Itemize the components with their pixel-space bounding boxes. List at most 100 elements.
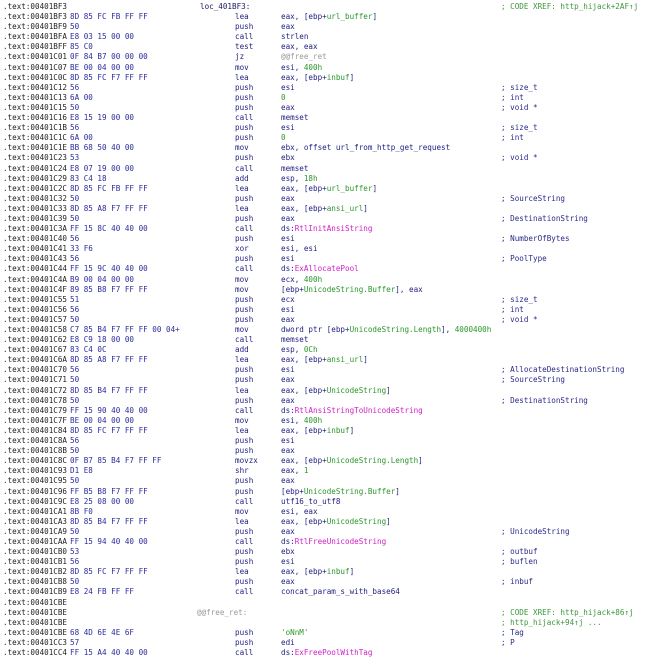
address[interactable]: .text:00401C78 [3, 395, 68, 405]
variable-reference[interactable]: url_buffer [326, 183, 373, 193]
label-reference[interactable]: @@free_ret [281, 52, 327, 62]
variable-reference[interactable]: UnicodeString [326, 385, 387, 395]
variable-reference[interactable]: inbuf [326, 567, 350, 577]
address[interactable]: .text:00401CB1 [3, 557, 68, 567]
address[interactable]: .text:00401BF3 [3, 2, 68, 11]
address[interactable]: .text:00401C44 [3, 264, 68, 274]
address[interactable]: .text:00401CB2 [3, 567, 68, 577]
address[interactable]: .text:00401C41 [3, 244, 68, 254]
listing-line[interactable]: .text:00401CBE [0, 598, 663, 608]
variable-reference[interactable]: ansi_url [326, 203, 364, 213]
listing-line[interactable]: .text:00401CBE@@free_ret:; CODE XREF: ht… [0, 608, 663, 618]
address[interactable]: .text:00401CB9 [3, 587, 68, 597]
address[interactable]: .text:00401C70 [3, 365, 68, 375]
code-label[interactable]: loc_401BF3: [200, 2, 251, 11]
address[interactable]: .text:00401BFF [3, 42, 68, 52]
api-reference[interactable]: RtlAnsiStringToUnicodeString [294, 405, 423, 415]
address[interactable]: .text:00401CA9 [3, 526, 68, 536]
address[interactable]: .text:00401C6A [3, 355, 68, 365]
address[interactable]: .text:00401C07 [3, 62, 68, 72]
address[interactable]: .text:00401C67 [3, 345, 68, 355]
variable-reference[interactable]: inbuf [326, 425, 350, 435]
address[interactable]: .text:00401BF9 [3, 22, 68, 32]
address[interactable]: .text:00401C8B [3, 446, 68, 456]
address[interactable]: .text:00401C33 [3, 203, 68, 213]
address[interactable]: .text:00401C32 [3, 193, 68, 203]
address[interactable]: .text:00401CBE [3, 617, 68, 627]
api-reference[interactable]: RtlFreeUnicodeString [294, 536, 387, 546]
address[interactable]: .text:00401BF3 [3, 12, 68, 22]
address[interactable]: .text:00401C62 [3, 335, 68, 345]
address[interactable]: .text:00401C1B [3, 123, 68, 133]
address[interactable]: .text:00401CBE [3, 607, 68, 617]
address[interactable]: .text:00401CB8 [3, 577, 68, 587]
address[interactable]: .text:00401C9C [3, 496, 68, 506]
address[interactable]: .text:00401C57 [3, 314, 68, 324]
address[interactable]: .text:00401C56 [3, 304, 68, 314]
address[interactable]: .text:00401C24 [3, 163, 68, 173]
address[interactable]: .text:00401C8A [3, 436, 68, 446]
address[interactable]: .text:00401C1C [3, 133, 68, 143]
address[interactable]: .text:00401C16 [3, 113, 68, 123]
address[interactable]: .text:00401C39 [3, 213, 68, 223]
variable-reference[interactable]: UnicodeString.Buffer [303, 486, 396, 496]
address[interactable]: .text:00401C12 [3, 82, 68, 92]
address[interactable]: .text:00401C84 [3, 425, 68, 435]
address[interactable]: .text:00401C8C [3, 456, 68, 466]
address[interactable]: .text:00401C95 [3, 476, 68, 486]
address[interactable]: .text:00401CB0 [3, 547, 68, 557]
address[interactable]: .text:00401CBE [3, 597, 68, 607]
address[interactable]: .text:00401C15 [3, 102, 68, 112]
api-reference[interactable]: RtlInitAnsiString [294, 224, 373, 234]
address[interactable]: .text:00401C72 [3, 385, 68, 395]
variable-reference[interactable]: UnicodeString.Buffer [303, 284, 396, 294]
xref-comment[interactable]: ; CODE XREF: http_hijack+86↑j [501, 607, 634, 617]
address[interactable]: .text:00401C0C [3, 72, 68, 82]
address[interactable]: .text:00401C2C [3, 183, 68, 193]
api-reference[interactable]: ExFreePoolWithTag [294, 648, 373, 657]
address[interactable]: .text:00401CA1 [3, 506, 68, 516]
address[interactable]: .text:00401C96 [3, 486, 68, 496]
variable-reference[interactable]: url_buffer [326, 12, 373, 22]
